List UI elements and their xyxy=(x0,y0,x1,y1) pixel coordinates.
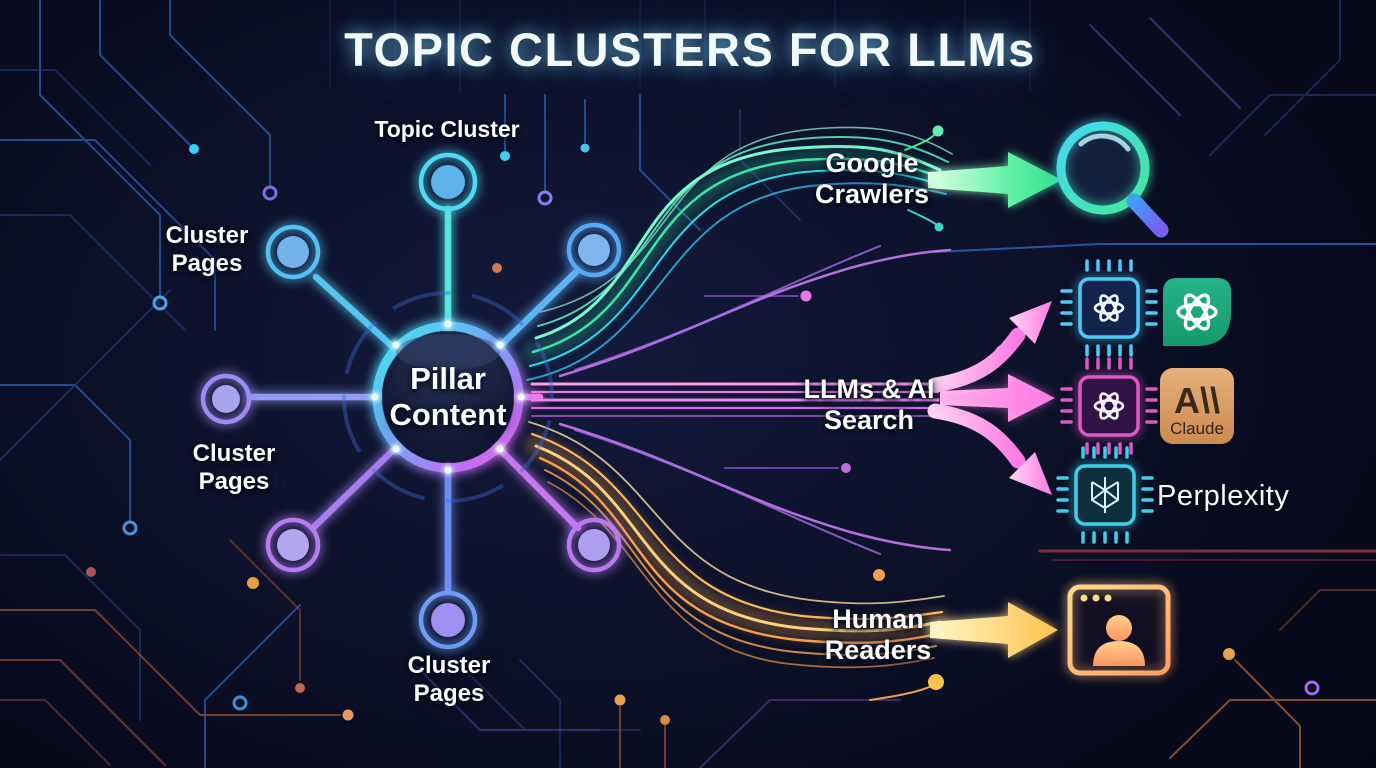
infographic-title: TOPIC CLUSTERS FOR LLMs xyxy=(344,23,1036,76)
llms-ai-search-label: LLMs & AI Search xyxy=(803,374,935,436)
topic-cluster-label: Topic Cluster xyxy=(374,116,520,142)
claude-label: Claude xyxy=(1170,419,1224,438)
divider-line-top xyxy=(934,243,1376,253)
pillar-content-label: Pillar Content xyxy=(389,361,507,432)
llm-chip-openai-pink xyxy=(1060,357,1158,455)
cluster-node-lower-right xyxy=(564,515,624,575)
llm-chip-openai-blue xyxy=(1060,259,1158,357)
human-flow-stream xyxy=(524,421,952,701)
cluster-nodes xyxy=(198,150,624,652)
cluster-node-lower-left xyxy=(263,515,323,575)
cluster-pages-label-upper-left: Cluster Pages xyxy=(165,222,249,277)
openai-swirl-icon xyxy=(1176,293,1218,331)
perplexity-mark-icon xyxy=(1091,477,1119,513)
cluster-pages-label-left: Cluster Pages xyxy=(192,440,276,495)
cluster-pages-label-bottom: Cluster Pages xyxy=(407,652,491,707)
browser-user-icon xyxy=(1066,583,1172,677)
hub-ring-sparkles xyxy=(370,319,526,475)
openai-swirl-icon xyxy=(1093,392,1125,420)
circuit-node-dots xyxy=(86,143,1320,768)
cluster-node-left xyxy=(198,371,254,427)
cluster-node-top xyxy=(416,150,480,214)
llms-arrows xyxy=(927,301,1055,495)
cluster-node-upper-right xyxy=(564,220,624,280)
openai-swirl-icon xyxy=(1093,294,1125,322)
google-arrow xyxy=(928,152,1062,208)
llm-chip-perplexity xyxy=(1056,446,1154,544)
google-flow-stream xyxy=(522,125,953,381)
claude-logo: A\\ Claude xyxy=(1160,368,1234,444)
human-arrow xyxy=(930,602,1058,658)
llms-flow-stream xyxy=(522,245,952,555)
openai-app-icon xyxy=(1163,278,1231,346)
human-readers-label: Human Readers xyxy=(824,604,932,666)
cluster-node-bottom xyxy=(416,588,480,652)
claude-glyph: A\\ xyxy=(1174,380,1220,421)
perplexity-wordmark: Perplexity xyxy=(1157,480,1290,512)
magnifier-icon xyxy=(1055,120,1169,238)
google-crawlers-label: Google Crawlers xyxy=(814,148,930,210)
cluster-node-upper-left xyxy=(263,222,323,282)
